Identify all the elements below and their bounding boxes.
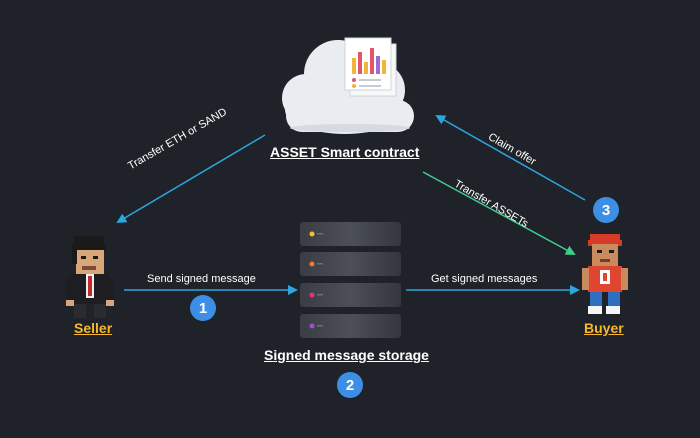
contract-label: ASSET Smart contract xyxy=(270,144,420,160)
arrow-claim-offer xyxy=(435,115,586,201)
seller-label: Seller xyxy=(74,320,113,336)
server-stack-icon xyxy=(300,222,401,338)
buyer-label: Buyer xyxy=(584,320,624,336)
arrow-transfer-eth xyxy=(116,134,266,224)
step-badge-1: 1 xyxy=(190,295,216,321)
get-signed-label: Get signed messages xyxy=(431,273,538,285)
storage-label: Signed message storage xyxy=(264,347,429,363)
send-signed-label: Send signed message xyxy=(147,273,256,285)
step-badge-2: 2 xyxy=(337,372,363,398)
step-badge-3: 3 xyxy=(593,197,619,223)
arrow-transfer-assets xyxy=(422,171,576,255)
report-document-icon xyxy=(344,37,397,97)
buyer-avatar-icon xyxy=(582,234,628,314)
seller-avatar-icon xyxy=(66,236,114,318)
